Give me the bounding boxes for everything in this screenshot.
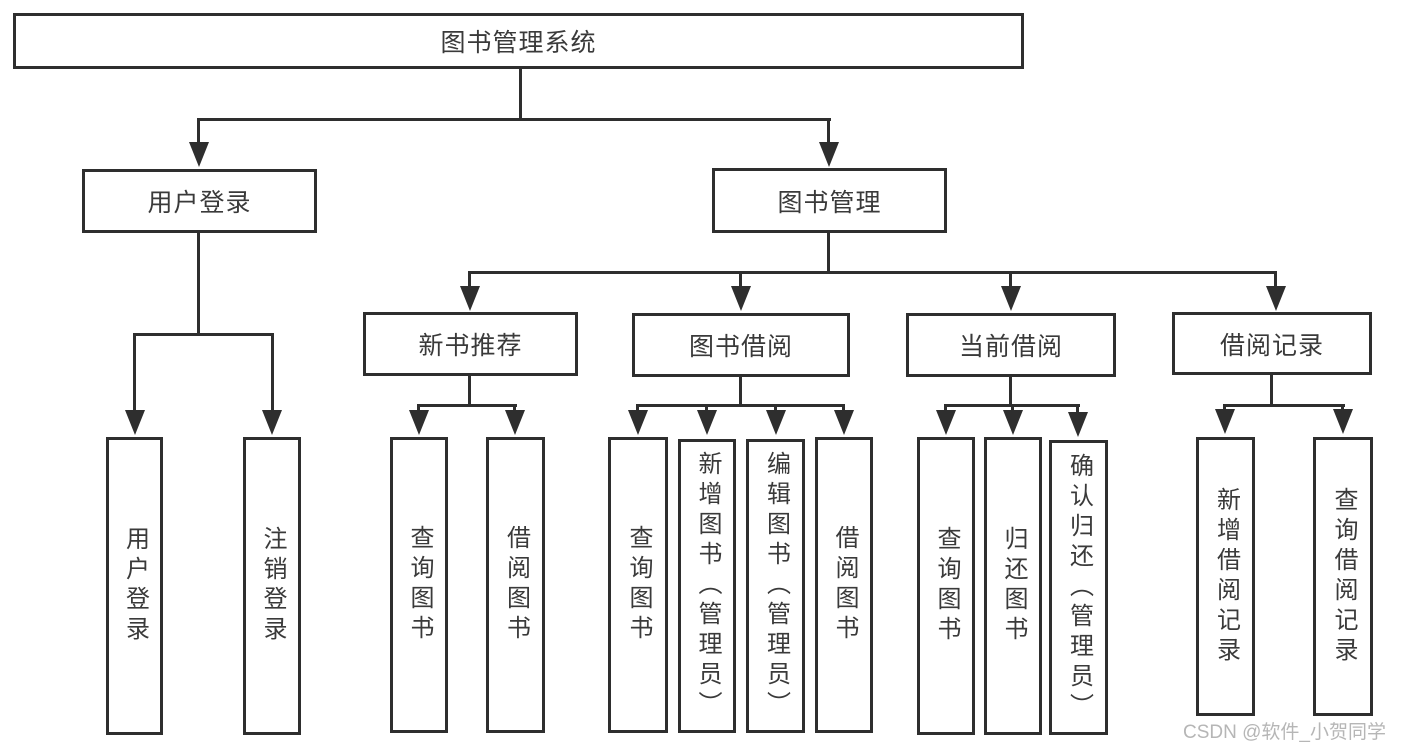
node-book-borrow: 图书借阅 — [632, 313, 850, 377]
connector-leaf-shaft — [705, 404, 708, 413]
arrowhead-current-borrow — [1001, 286, 1021, 311]
connector-l3-shaft — [1274, 271, 1277, 287]
csdn-watermark: CSDN @软件_小贺同学 — [1183, 722, 1386, 743]
node-label: 借阅记录 — [1219, 331, 1324, 360]
connector-leaf-shaft — [944, 404, 947, 413]
node-label: 新书推荐 — [418, 332, 523, 360]
arrowhead-borrow-record — [1266, 286, 1286, 311]
connector-l3-shaft — [739, 271, 742, 287]
connector-leaf-shaft — [636, 404, 639, 413]
leaf-query-book-3: 查询图书 — [917, 437, 975, 735]
node-label: 用户登录 — [147, 189, 252, 217]
leaf-borrow-book-2: 借阅图书 — [815, 437, 873, 733]
connector-leaf-shaft — [417, 404, 420, 413]
node-label: 当前借阅 — [958, 333, 1063, 361]
connector-leaf-shaft — [271, 333, 274, 411]
arrowhead-leaf-query-book-2 — [628, 410, 648, 435]
arrowhead-leaf-borrow-book-1 — [505, 410, 525, 435]
arrowhead-leaf-edit-book — [766, 410, 786, 435]
connector-leaf-shaft — [1223, 404, 1226, 411]
arrowhead-leaf-add-record — [1215, 409, 1235, 434]
connector-root-stem — [519, 69, 522, 121]
arrowhead-leaf-query-book-3 — [936, 410, 956, 435]
connector-l3-shaft — [468, 271, 471, 287]
leaf-label: 借阅图书 — [831, 525, 858, 645]
arrowhead-leaf-user-login — [125, 410, 145, 435]
connector-userlogin-hbar — [133, 333, 274, 336]
connector-leaf-shaft — [774, 404, 777, 413]
connector-leaf-shaft — [1011, 404, 1014, 413]
arrowhead-leaf-query-record — [1333, 409, 1353, 434]
connector-leaf-shaft — [513, 404, 516, 413]
leaf-confirm-return-admin: 确认归还（管理员） — [1049, 440, 1108, 735]
node-current-borrow: 当前借阅 — [906, 313, 1116, 377]
leaf-label: 归还图书 — [1000, 526, 1027, 646]
arrowhead-leaf-logout — [262, 410, 282, 435]
arrowhead-book-borrow — [731, 286, 751, 311]
leaf-query-book-2: 查询图书 — [608, 437, 668, 733]
connector-bookborrow-hbar — [636, 404, 845, 407]
connector-leaf-shaft — [133, 333, 136, 411]
connector-bookborrow-stem — [739, 377, 742, 406]
connector-bookmgmt-hbar — [468, 271, 1277, 274]
connector-currentborrow-stem — [1009, 377, 1012, 406]
leaf-label: 查询图书 — [625, 525, 652, 645]
leaf-add-borrow-record: 新增借阅记录 — [1196, 437, 1255, 716]
node-label: 图书借阅 — [688, 333, 793, 361]
node-label: 图书管理系统 — [440, 29, 597, 57]
node-user-login: 用户登录 — [82, 169, 317, 233]
leaf-query-book-1: 查询图书 — [390, 437, 448, 733]
leaf-label: 查询图书 — [406, 525, 433, 645]
arrowhead-new-book — [460, 286, 480, 311]
leaf-return-book: 归还图书 — [984, 437, 1042, 735]
leaf-label: 查询借阅记录 — [1330, 486, 1357, 667]
leaf-query-borrow-record: 查询借阅记录 — [1313, 437, 1373, 716]
connector-leaf-shaft — [1341, 404, 1344, 411]
leaf-label: 注销登录 — [259, 526, 286, 646]
node-new-book-recommend: 新书推荐 — [363, 312, 578, 376]
connector-root-hbar — [197, 118, 831, 121]
connector-bookmgmt-stem — [827, 233, 830, 273]
leaf-label: 新增借阅记录 — [1212, 486, 1240, 667]
node-borrow-record: 借阅记录 — [1172, 312, 1372, 375]
connector-l3-shaft — [1009, 271, 1012, 287]
leaf-label: 用户登录 — [121, 526, 149, 646]
leaf-label: 编辑图书（管理员） — [762, 451, 790, 721]
leaf-label: 新增图书（管理员） — [694, 451, 721, 721]
arrowhead-leaf-borrow-book-2 — [834, 410, 854, 435]
connector-userlogin-stem — [197, 233, 200, 335]
leaf-borrow-book-1: 借阅图书 — [486, 437, 545, 733]
arrowhead-book-management — [819, 142, 839, 167]
arrowhead-leaf-confirm-return — [1068, 412, 1088, 437]
connector-borrowrecord-hbar — [1223, 404, 1345, 407]
arrowhead-leaf-return-book — [1003, 410, 1023, 435]
leaf-label: 确认归还（管理员） — [1065, 452, 1093, 723]
arrowhead-leaf-add-book — [697, 410, 717, 435]
leaf-label: 借阅图书 — [502, 525, 530, 645]
node-label: 图书管理 — [777, 188, 882, 217]
connector-leaf-shaft — [1076, 404, 1079, 413]
node-library-system: 图书管理系统 — [13, 13, 1024, 69]
leaf-logout: 注销登录 — [243, 437, 301, 735]
arrowhead-user-login — [189, 142, 209, 167]
connector-borrowrecord-stem — [1270, 375, 1273, 407]
connector-bookmgmt-shaft — [827, 118, 830, 144]
leaf-label: 查询图书 — [933, 526, 960, 646]
node-book-management: 图书管理 — [712, 168, 947, 233]
connector-user-shaft — [197, 118, 200, 144]
arrowhead-leaf-query-book-1 — [409, 410, 429, 435]
connector-leaf-shaft — [842, 404, 845, 413]
leaf-add-book-admin: 新增图书（管理员） — [678, 439, 736, 733]
connector-newbook-stem — [468, 376, 471, 407]
leaf-edit-book-admin: 编辑图书（管理员） — [746, 439, 805, 733]
leaf-user-login: 用户登录 — [106, 437, 163, 735]
connector-newbook-hbar — [417, 404, 517, 407]
